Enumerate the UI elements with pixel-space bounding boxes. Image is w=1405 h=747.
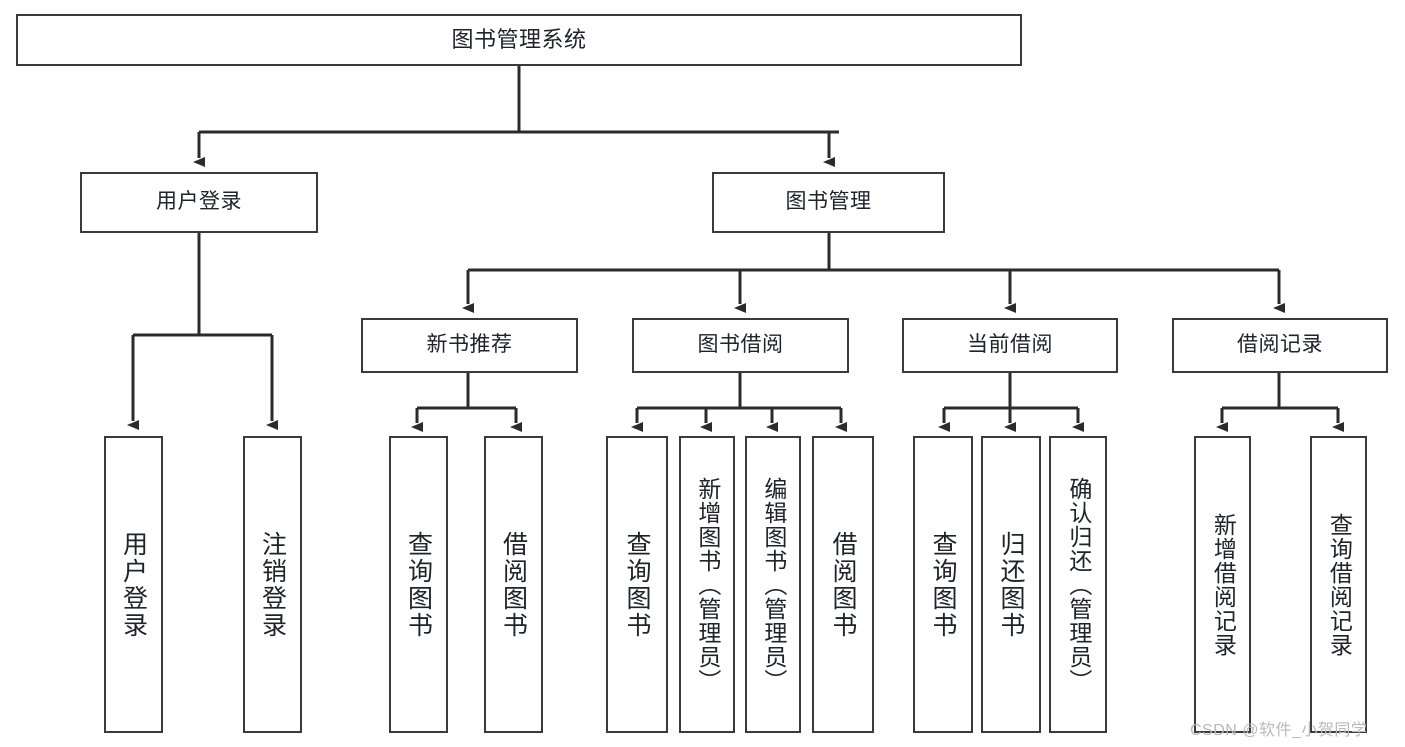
leaf-book-borrow-add[interactable]: 新增图书（管理员） [679, 436, 735, 733]
leaf-current-borrow-confirm[interactable]: 确认归还（管理员） [1049, 436, 1107, 733]
node-new-book-recommend[interactable]: 新书推荐 [361, 318, 578, 373]
leaf-new-book-borrow-label: 借阅图书 [499, 530, 528, 639]
node-user-login[interactable]: 用户登录 [80, 172, 318, 233]
leaf-user-login-signout[interactable]: 注销登录 [243, 436, 302, 733]
leaf-book-borrow-edit[interactable]: 编辑图书（管理员） [745, 436, 801, 733]
leaf-current-borrow-confirm-label: 确认归还（管理员） [1065, 476, 1092, 693]
leaf-user-login-signin-label: 用户登录 [119, 530, 148, 639]
node-root-system-label: 图书管理系统 [451, 27, 587, 53]
leaf-current-borrow-return[interactable]: 归还图书 [981, 436, 1041, 733]
leaf-user-login-signin[interactable]: 用户登录 [104, 436, 163, 733]
node-book-management[interactable]: 图书管理 [712, 172, 945, 233]
leaf-book-borrow-query-label: 查询图书 [623, 530, 651, 639]
node-root-system[interactable]: 图书管理系统 [16, 14, 1022, 66]
node-borrow-record[interactable]: 借阅记录 [1172, 318, 1388, 373]
node-book-borrow[interactable]: 图书借阅 [632, 318, 849, 373]
leaf-book-borrow-add-label: 新增图书（管理员） [694, 476, 721, 693]
node-current-borrow-label: 当前借阅 [967, 333, 1053, 357]
node-new-book-recommend-label: 新书推荐 [426, 333, 513, 357]
node-borrow-record-label: 借阅记录 [1237, 333, 1323, 357]
leaf-borrow-record-query-label: 查询借阅记录 [1326, 512, 1353, 657]
leaf-borrow-record-add-label: 新增借阅记录 [1210, 512, 1237, 657]
node-user-login-label: 用户登录 [156, 190, 242, 214]
csdn-watermark: CSDN @软件_小贺同学 [1190, 722, 1368, 739]
leaf-current-borrow-query-label: 查询图书 [929, 530, 957, 639]
leaf-current-borrow-query[interactable]: 查询图书 [913, 436, 973, 733]
node-book-management-label: 图书管理 [785, 190, 872, 214]
node-book-borrow-label: 图书借阅 [697, 333, 784, 357]
leaf-new-book-borrow[interactable]: 借阅图书 [484, 436, 543, 733]
leaf-book-borrow-edit-label: 编辑图书（管理员） [760, 476, 787, 693]
leaf-borrow-record-add[interactable]: 新增借阅记录 [1194, 436, 1251, 733]
leaf-current-borrow-return-label: 归还图书 [997, 530, 1025, 639]
leaf-new-book-query[interactable]: 查询图书 [389, 436, 448, 733]
leaf-book-borrow-query[interactable]: 查询图书 [606, 436, 668, 733]
node-current-borrow[interactable]: 当前借阅 [902, 318, 1118, 373]
leaf-borrow-record-query[interactable]: 查询借阅记录 [1310, 436, 1367, 733]
leaf-book-borrow-borrow-label: 借阅图书 [829, 530, 857, 639]
leaf-user-login-signout-label: 注销登录 [258, 530, 287, 639]
leaf-new-book-query-label: 查询图书 [404, 530, 433, 639]
leaf-book-borrow-borrow[interactable]: 借阅图书 [812, 436, 874, 733]
